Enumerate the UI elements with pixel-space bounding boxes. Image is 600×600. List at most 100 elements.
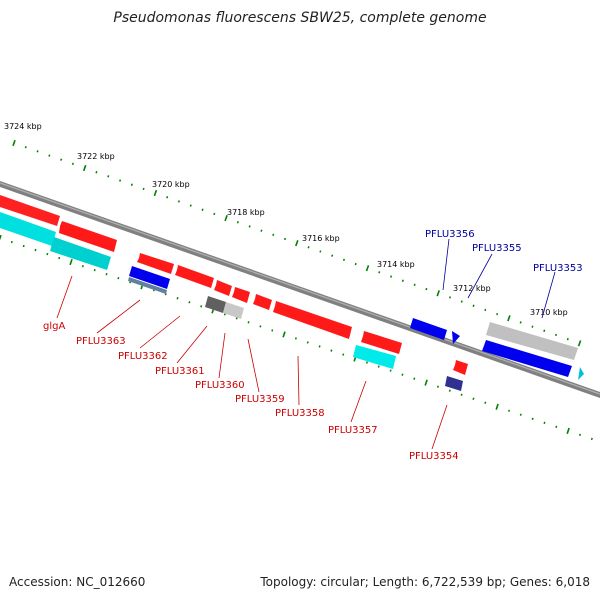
minor-tick [95, 171, 98, 174]
minor-tick [177, 200, 181, 203]
minor-tick [319, 250, 322, 253]
genome-summary-text: Topology: circular; Length: 6,722,539 bp… [260, 575, 590, 589]
scale-label: 3710 kbp [530, 308, 568, 317]
cyan-features [0, 212, 584, 380]
scale-label: 3718 kbp [227, 208, 265, 217]
leader-line [350, 380, 367, 423]
gene-label[interactable]: PFLU3359 [235, 394, 285, 405]
minor-tick [318, 345, 321, 348]
cyan-feature[interactable] [50, 237, 111, 270]
blue-feature-small[interactable] [445, 376, 463, 391]
gene-glgA[interactable] [59, 221, 117, 252]
minor-tick [377, 365, 380, 368]
major-tick [224, 215, 228, 222]
minor-tick [34, 248, 37, 252]
gene-PFLU3354[interactable] [453, 360, 468, 375]
gene-label[interactable]: PFLU3354 [409, 451, 459, 462]
gene-PFLU3356[interactable] [410, 318, 447, 340]
gene-labels-red: glgA PFLU3363 PFLU3362 PFLU3361 PFLU3360… [43, 321, 459, 462]
scale-label: 3714 kbp [377, 260, 415, 269]
genome-backbone-highlight [0, 182, 600, 395]
minor-tick [365, 361, 369, 364]
gene-label[interactable]: glgA [43, 321, 65, 332]
minor-tick [330, 349, 333, 352]
minor-tick [271, 329, 274, 332]
cyan-feature[interactable] [0, 212, 56, 246]
leader-line [541, 271, 556, 319]
major-tick [295, 240, 299, 247]
gene-labels-blue: PFLU3356 PFLU3355 PFLU3353 [425, 229, 583, 274]
minor-tick [93, 268, 96, 272]
gene-glgA-part[interactable] [0, 195, 60, 226]
gene-PFLU3360[interactable] [232, 287, 250, 303]
scale-label: 3720 kbp [152, 180, 190, 189]
genome-backbone [0, 181, 600, 398]
gene-PFLU3353[interactable] [482, 340, 572, 377]
minor-tick [201, 208, 204, 211]
inner-tick-track [0, 234, 593, 441]
minor-tick [342, 353, 345, 356]
gene-PFLU3361[interactable] [214, 280, 232, 296]
minor-tick [401, 373, 404, 376]
gene-PFLU3362[interactable] [175, 265, 214, 288]
minor-tick [460, 300, 463, 303]
gray-features [205, 296, 578, 360]
minor-tick [507, 409, 511, 412]
gene-PFLU3358[interactable] [273, 301, 352, 339]
leader-line [247, 338, 260, 393]
gray-feature[interactable] [205, 296, 226, 313]
minor-tick [566, 337, 569, 341]
gene-label[interactable]: PFLU3357 [328, 425, 378, 436]
minor-tick [142, 187, 145, 191]
minor-tick [519, 413, 522, 416]
minor-tick [200, 305, 203, 308]
gene-label[interactable]: PFLU3362 [118, 351, 168, 362]
gene-PFLU3359[interactable] [253, 294, 272, 310]
gene-label[interactable]: PFLU3353 [533, 263, 583, 274]
gene-PFLU3357[interactable] [361, 331, 402, 354]
minor-tick [425, 287, 428, 291]
gray-feature[interactable] [223, 302, 244, 319]
gene-label[interactable]: PFLU3360 [195, 380, 245, 391]
cyan-feature[interactable] [353, 345, 396, 369]
cyan-feature-arrow[interactable] [578, 367, 584, 380]
minor-tick [543, 329, 546, 332]
minor-tick [307, 246, 310, 249]
minor-tick [448, 296, 451, 299]
blue-feature-shadow[interactable] [128, 277, 167, 294]
minor-tick [58, 256, 61, 260]
gene-label[interactable]: PFLU3363 [76, 336, 126, 347]
minor-tick [590, 437, 593, 441]
gene-label[interactable]: PFLU3358 [275, 408, 325, 419]
minor-tick [484, 401, 487, 404]
gene-PFLU3355[interactable] [486, 322, 578, 360]
minor-tick [519, 321, 522, 324]
scale-label: 3712 kbp [453, 284, 491, 293]
scale-label: 3716 kbp [302, 234, 340, 243]
minor-tick [247, 321, 250, 324]
minor-tick [389, 369, 392, 372]
blue-arrow[interactable] [452, 331, 460, 344]
minor-tick [166, 196, 169, 199]
minor-tick [354, 262, 357, 266]
gene-PFLU3363[interactable] [137, 253, 174, 274]
major-tick [566, 427, 570, 434]
accession-text: Accession: NC_012660 [9, 575, 146, 589]
leader-line [176, 325, 208, 364]
gene-label[interactable]: PFLU3356 [425, 229, 475, 240]
minor-tick [176, 297, 179, 300]
gene-label[interactable]: PFLU3361 [155, 366, 205, 377]
minor-tick [10, 240, 13, 244]
blue-feature[interactable] [129, 266, 170, 289]
minor-tick [578, 433, 582, 437]
minor-tick [107, 175, 110, 178]
red-gene-features [0, 195, 468, 375]
minor-tick [118, 179, 122, 182]
minor-tick [413, 377, 416, 380]
minor-tick [342, 258, 346, 262]
gene-label[interactable]: PFLU3355 [472, 243, 522, 254]
minor-tick [401, 279, 404, 282]
minor-tick [236, 221, 239, 224]
minor-tick [448, 389, 451, 392]
